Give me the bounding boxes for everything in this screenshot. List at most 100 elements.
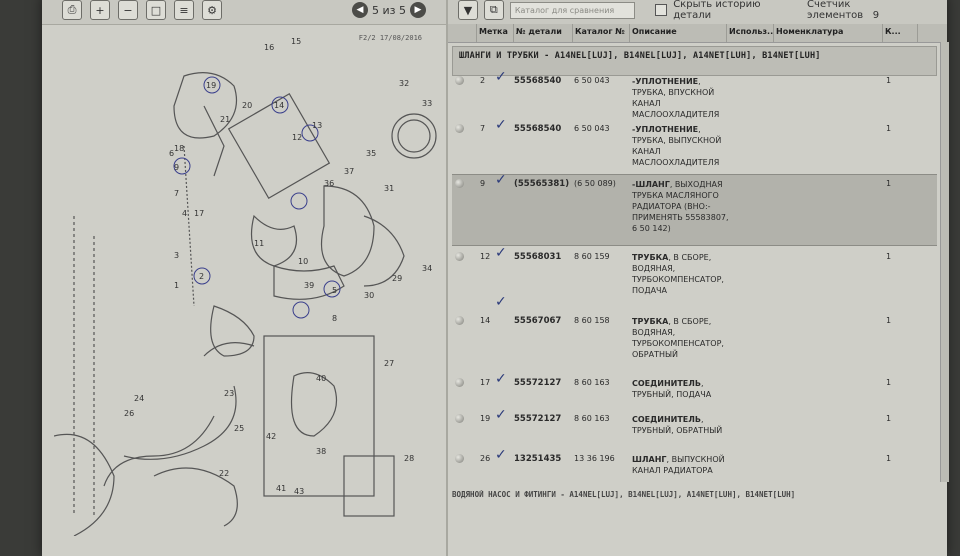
svg-text:43: 43: [294, 487, 304, 496]
col-nomenclature[interactable]: Номенклатура: [774, 24, 883, 42]
row-desc-rest: , ТРУБКА, ВПУСКНОЙ КАНАЛ МАСЛООХЛАДИТЕЛЯ: [632, 77, 720, 119]
row-desc-rest: , ТРУБНЫЙ, ПОДАЧА: [632, 379, 712, 399]
check-mark-icon: ✓: [495, 294, 507, 310]
row-catalog: 8 60 158: [574, 316, 610, 325]
row-position: 14: [480, 316, 491, 325]
row-part-number[interactable]: 55567067: [514, 316, 562, 326]
row-qty: 1: [886, 252, 892, 261]
row-select-icon[interactable]: [455, 414, 464, 423]
screen-photo: ⎙ + − □ ≡ ⚙ ◀ 5 из 5 ▶ F2/2 17/08/2016: [42, 0, 949, 556]
col-catalog[interactable]: Каталог №: [573, 24, 630, 42]
table-row[interactable]: 17 ✓ 55572127 8 60 163 СОЕДИНИТЕЛЬ, ТРУБ…: [452, 371, 937, 408]
row-select-icon[interactable]: [455, 252, 464, 261]
table-row[interactable]: 12 ✓ 55568031 8 60 159 ТРУБКА, В СБОРЕ, …: [452, 245, 937, 304]
row-qty: 1: [886, 76, 892, 85]
row-position: 19: [480, 414, 491, 423]
group-header[interactable]: ШЛАНГИ И ТРУБКИ - A14NEL[LUJ], B14NEL[LU…: [452, 46, 937, 76]
diagram-pane: ⎙ + − □ ≡ ⚙ ◀ 5 из 5 ▶ F2/2 17/08/2016: [42, 0, 448, 556]
settings-icon[interactable]: ⚙: [202, 0, 222, 20]
col-part-number[interactable]: № детали: [514, 24, 573, 42]
table-row[interactable]: 2 ✓ 55568540 6 50 043 -УПЛОТНЕНИЕ, ТРУБК…: [452, 69, 937, 119]
zoom-in-icon[interactable]: +: [90, 0, 110, 20]
svg-text:35: 35: [366, 149, 376, 158]
row-description: ШЛАНГ, ВЫПУСКНОЙ КАНАЛ РАДИАТОРА: [632, 454, 732, 476]
table-row-selected[interactable]: 9 ✓ (55565381) (6 50 089) -ШЛАНГ, ВЫХОДН…: [452, 172, 937, 246]
row-qty: 1: [886, 454, 892, 463]
row-part-number[interactable]: 13251435: [514, 454, 562, 464]
copy-icon[interactable]: ⧉: [483, 0, 504, 20]
next-group-header[interactable]: ВОДЯНОЙ НАСОС И ФИТИНГИ - A14NEL[LUJ], B…: [452, 490, 796, 499]
row-part-number[interactable]: 55568540: [514, 76, 562, 86]
svg-text:22: 22: [219, 469, 229, 478]
svg-text:19: 19: [206, 81, 216, 90]
col-mark[interactable]: Метка: [477, 24, 514, 42]
col-qty[interactable]: К...: [883, 24, 918, 42]
svg-text:1: 1: [174, 281, 179, 290]
check-mark-icon: ✓: [495, 69, 507, 85]
row-position: 2: [480, 76, 486, 85]
row-part-number[interactable]: 55572127: [514, 378, 562, 388]
row-select-icon[interactable]: [455, 378, 464, 387]
hide-history-checkbox[interactable]: [655, 4, 668, 16]
next-page-icon[interactable]: ▶: [410, 2, 426, 18]
svg-text:37: 37: [344, 167, 354, 176]
row-desc-rest: , ТРУБНЫЙ, ОБРАТНЫЙ: [632, 415, 723, 435]
row-desc-rest: , В СБОРЕ, ВОДЯНАЯ, ТУРБОКОМПЕНСАТОР, ПО…: [632, 253, 724, 295]
items-counter-label: Счетчик элементов: [807, 0, 864, 21]
row-catalog: 6 50 043: [574, 124, 610, 133]
col-icon: [448, 24, 477, 42]
prev-page-icon[interactable]: ◀: [352, 2, 368, 18]
zoom-out-icon[interactable]: −: [118, 0, 138, 20]
svg-text:18: 18: [174, 144, 184, 153]
svg-text:42: 42: [266, 432, 276, 441]
row-desc-title: ТРУБКА: [632, 253, 669, 262]
table-header: Метка № детали Каталог № Описание Исполь…: [448, 24, 947, 43]
row-part-number[interactable]: (55565381): [514, 179, 570, 189]
svg-text:11: 11: [254, 239, 264, 248]
svg-text:30: 30: [364, 291, 374, 300]
svg-text:9: 9: [174, 163, 179, 172]
compare-catalog-input[interactable]: Каталог для сравнения: [509, 1, 636, 19]
check-mark-icon: ✓: [495, 447, 507, 463]
svg-text:13: 13: [312, 121, 322, 130]
print-icon[interactable]: ⎙: [62, 0, 82, 20]
row-description: СОЕДИНИТЕЛЬ, ТРУБНЫЙ, ОБРАТНЫЙ: [632, 414, 732, 436]
svg-text:28: 28: [404, 454, 414, 463]
table-row[interactable]: 14 ✓ 55567067 8 60 158 ТРУБКА, В СБОРЕ, …: [452, 294, 937, 366]
row-catalog: 6 50 043: [574, 76, 610, 85]
svg-text:38: 38: [316, 447, 326, 456]
row-select-icon[interactable]: [455, 179, 464, 188]
check-mark-icon: ✓: [495, 117, 507, 133]
col-usage[interactable]: Использ...: [727, 24, 774, 42]
parts-list-pane: ▼ ⧉ Каталог для сравнения Скрыть историю…: [448, 0, 949, 556]
row-select-icon[interactable]: [455, 454, 464, 463]
row-qty: 1: [886, 378, 892, 387]
row-position: 26: [480, 454, 491, 463]
row-part-number[interactable]: 55568540: [514, 124, 562, 134]
row-select-icon[interactable]: [455, 76, 464, 85]
svg-text:8: 8: [332, 314, 337, 323]
col-description[interactable]: Описание: [630, 24, 727, 42]
svg-text:23: 23: [224, 389, 234, 398]
row-part-number[interactable]: 55572127: [514, 414, 562, 424]
row-description: ТРУБКА, В СБОРЕ, ВОДЯНАЯ, ТУРБОКОМПЕНСАТ…: [632, 316, 732, 360]
svg-text:12: 12: [292, 133, 302, 142]
list-icon[interactable]: ≡: [174, 0, 194, 20]
row-part-number[interactable]: 55568031: [514, 252, 562, 262]
row-desc-title: СОЕДИНИТЕЛЬ: [632, 379, 702, 388]
row-select-icon[interactable]: [455, 124, 464, 133]
check-mark-icon: ✓: [495, 407, 507, 423]
row-select-icon[interactable]: [455, 316, 464, 325]
svg-text:39: 39: [304, 281, 314, 290]
table-row[interactable]: 19 ✓ 55572127 8 60 163 СОЕДИНИТЕЛЬ, ТРУБ…: [452, 407, 937, 444]
list-scrollbar[interactable]: [940, 42, 949, 482]
row-desc-title: -УПЛОТНЕНИЕ: [632, 125, 699, 134]
fit-page-icon[interactable]: □: [146, 0, 166, 20]
svg-text:4: 4: [182, 209, 187, 218]
svg-text:41: 41: [276, 484, 286, 493]
table-row[interactable]: 26 ✓ 13251435 13 36 196 ШЛАНГ, ВЫПУСКНОЙ…: [452, 447, 937, 484]
row-position: 7: [480, 124, 486, 133]
table-row[interactable]: 7 ✓ 55568540 6 50 043 -УПЛОТНЕНИЕ, ТРУБК…: [452, 117, 937, 170]
filter-icon[interactable]: ▼: [458, 0, 478, 20]
